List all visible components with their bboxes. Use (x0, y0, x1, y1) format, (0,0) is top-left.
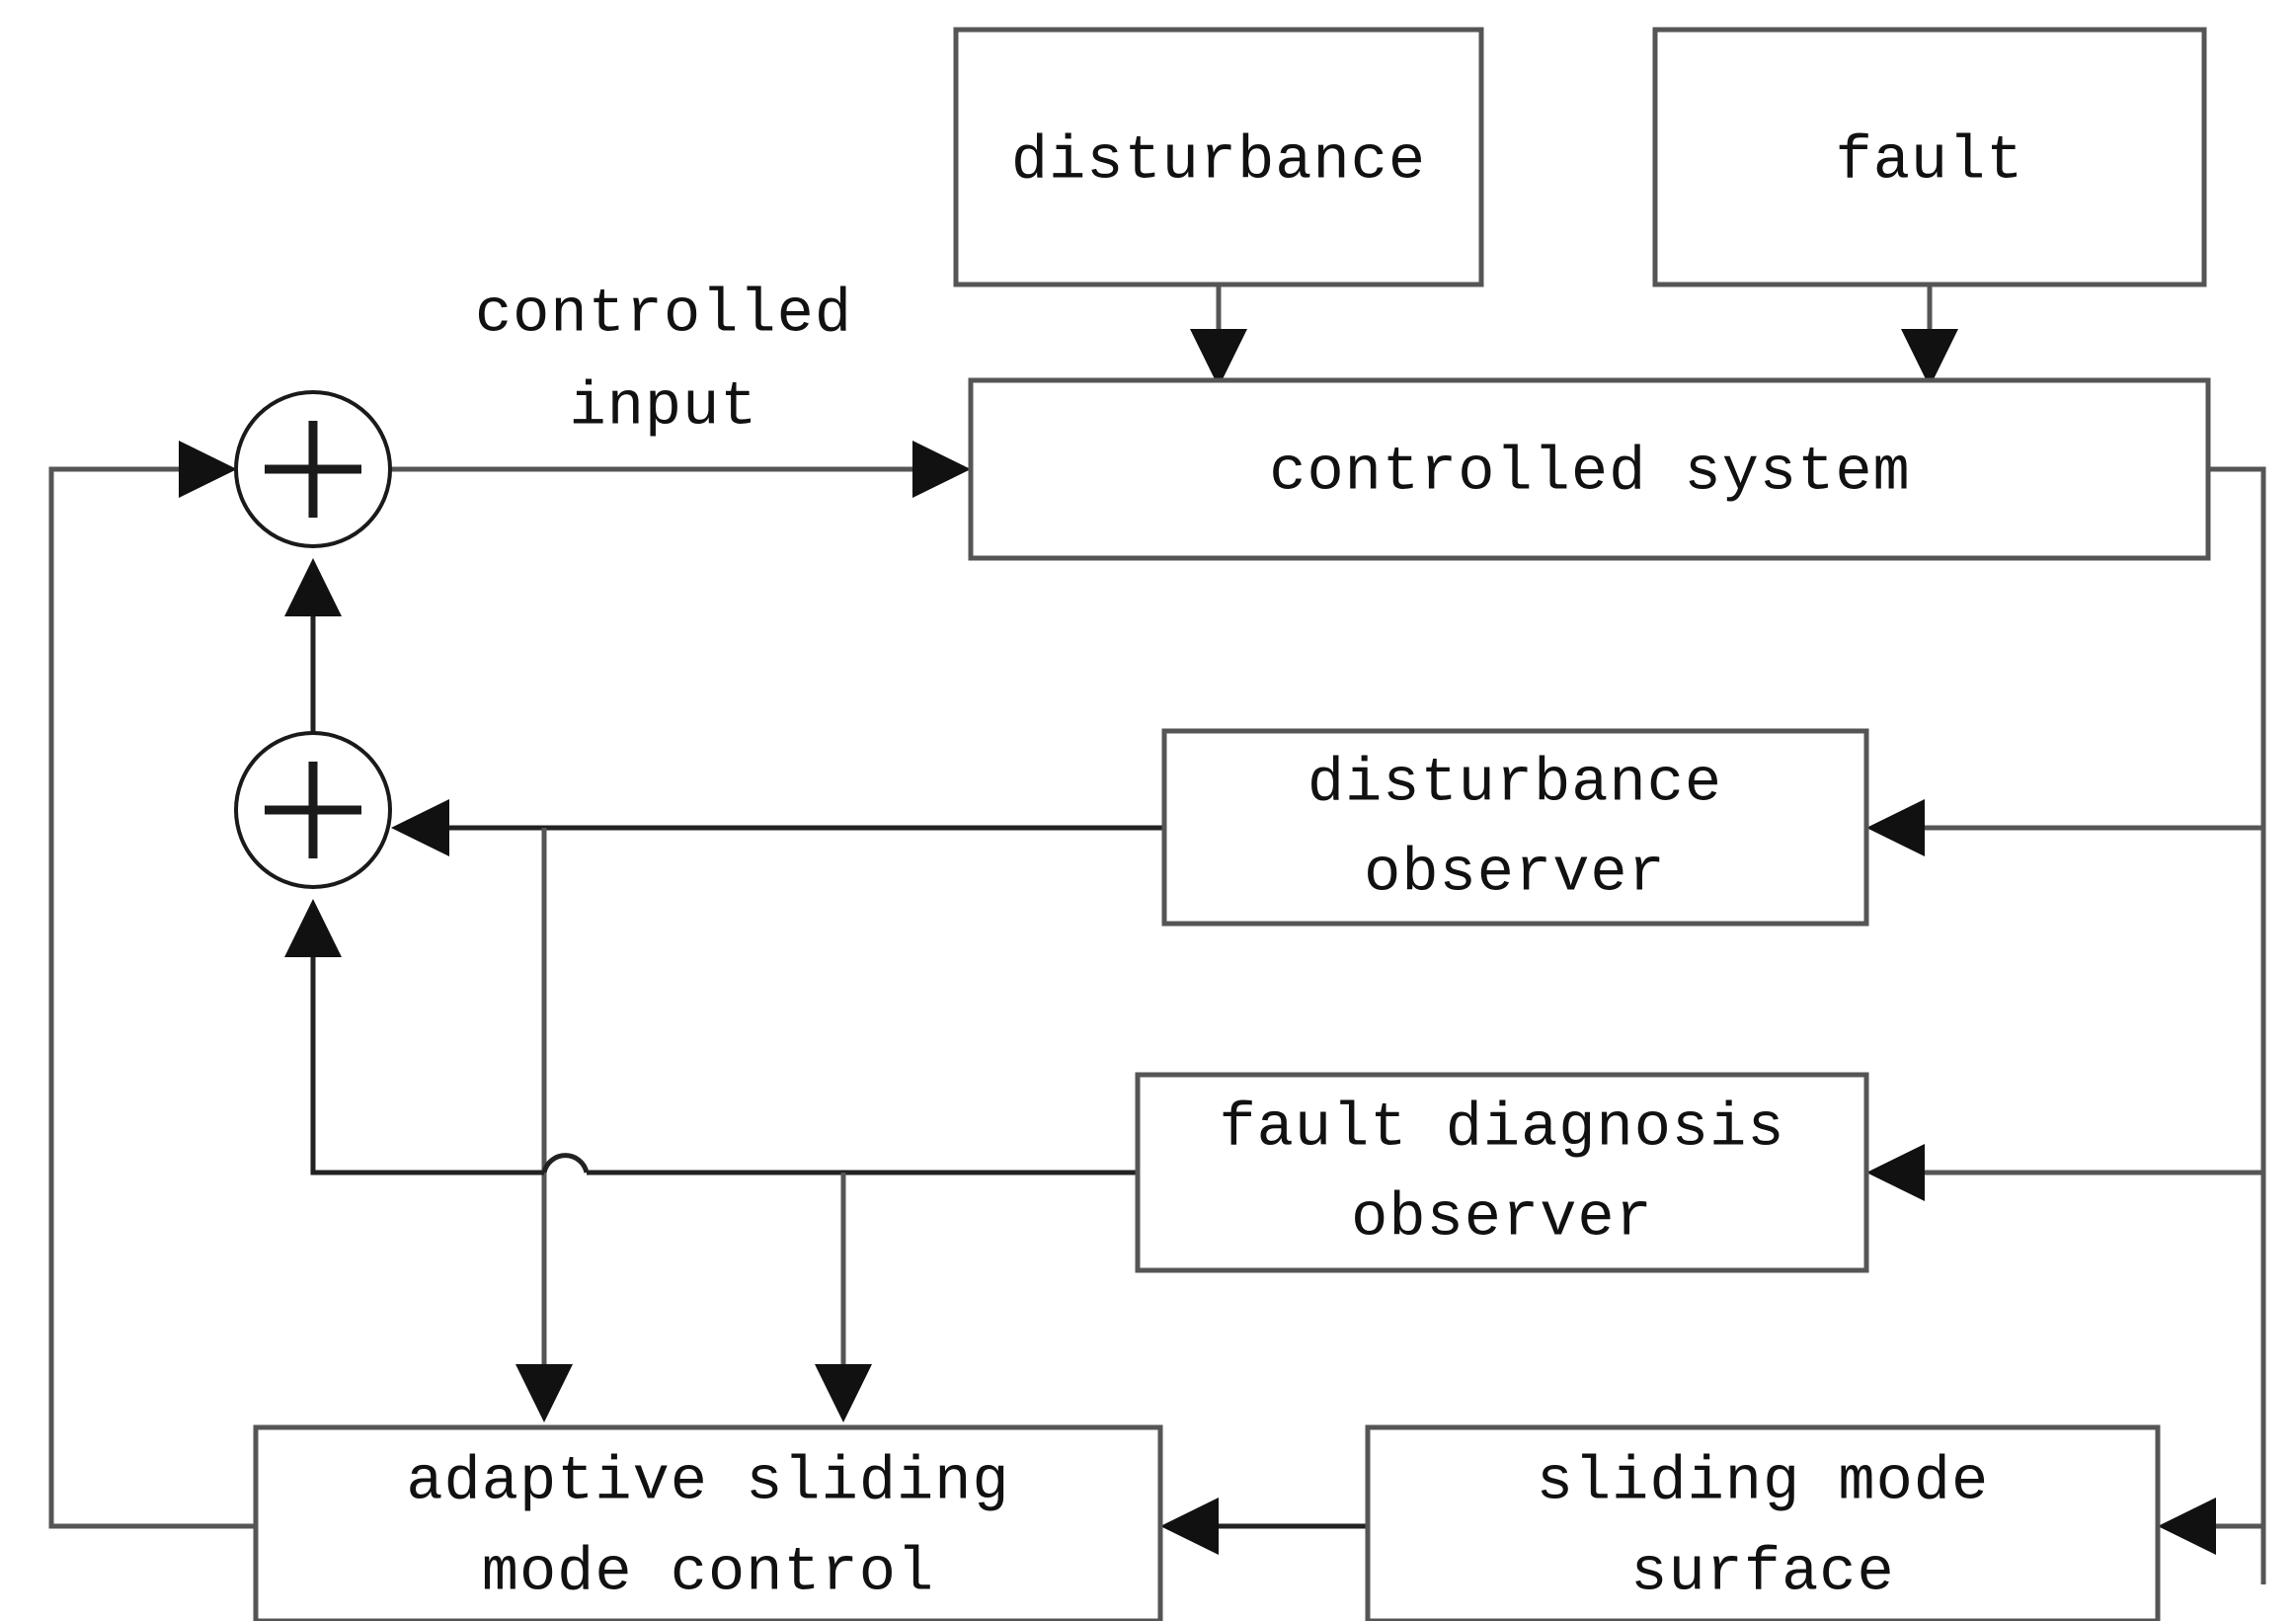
block-fault-diagnosis-observer[interactable]: fault diagnosis observer (1135, 1072, 1869, 1273)
block-controlled-system-label: controlled system (1269, 437, 1911, 507)
wire-fault-observer-branch-to-asmc (815, 1173, 872, 1422)
wire-bus-to-sliding-surface (2158, 1498, 2263, 1555)
wire-bus-to-disturbance-observer (1866, 799, 2263, 856)
block-fault-diagnosis-observer-label-line2: observer (1351, 1182, 1653, 1253)
wire-disturbance-to-system (1190, 284, 1247, 387)
block-fault[interactable]: fault (1652, 27, 2207, 287)
controlled-input-label-line2: input (569, 371, 757, 442)
wire-disturbance-observer-branch-to-asmc (515, 828, 573, 1422)
block-sliding-mode-surface-label-line1: sliding mode (1537, 1446, 1989, 1516)
wire-disturbance-observer-to-sum (391, 799, 1164, 856)
block-disturbance-label: disturbance (1011, 125, 1426, 196)
wire-sliding-surface-to-asmc (1160, 1498, 1368, 1555)
block-adaptive-sliding-mode-control-label-line2: mode control (482, 1537, 934, 1607)
block-adaptive-sliding-mode-control-label-line1: adaptive sliding (406, 1446, 1009, 1516)
wire-fault-to-system (1901, 284, 1958, 387)
block-fault-label: fault (1835, 125, 2023, 196)
wire-controlled-input (390, 441, 971, 498)
block-fault-diagnosis-observer-label-line1: fault diagnosis (1219, 1093, 1784, 1163)
block-disturbance-observer[interactable]: disturbance observer (1161, 728, 1869, 927)
wire-fault-observer-to-sum (284, 899, 1138, 1175)
block-disturbance-observer-label-line2: observer (1364, 838, 1666, 908)
summing-junction-lower[interactable]: + (234, 731, 392, 889)
block-sliding-mode-surface[interactable]: sliding mode surface (1365, 1424, 2161, 1621)
wire-bus-to-fault-observer (1866, 1144, 2263, 1201)
block-sliding-mode-surface-label-line2: surface (1630, 1537, 1894, 1607)
controlled-input-label-line1: controlled (475, 279, 852, 349)
block-disturbance-observer-label-line1: disturbance (1307, 748, 1722, 818)
block-disturbance[interactable]: disturbance (953, 27, 1484, 287)
block-controlled-system[interactable]: controlled system (968, 377, 2211, 561)
label-controlled-input: controlled input (475, 279, 852, 442)
wire-system-output-bus (2208, 466, 2266, 1584)
wire-sum-lower-to-sum-upper (284, 558, 342, 733)
block-adaptive-sliding-mode-control[interactable]: adaptive sliding mode control (253, 1424, 1163, 1621)
wire-asmc-feedback-to-sum-upper (48, 441, 256, 1529)
summing-junction-upper[interactable]: + (234, 390, 392, 548)
